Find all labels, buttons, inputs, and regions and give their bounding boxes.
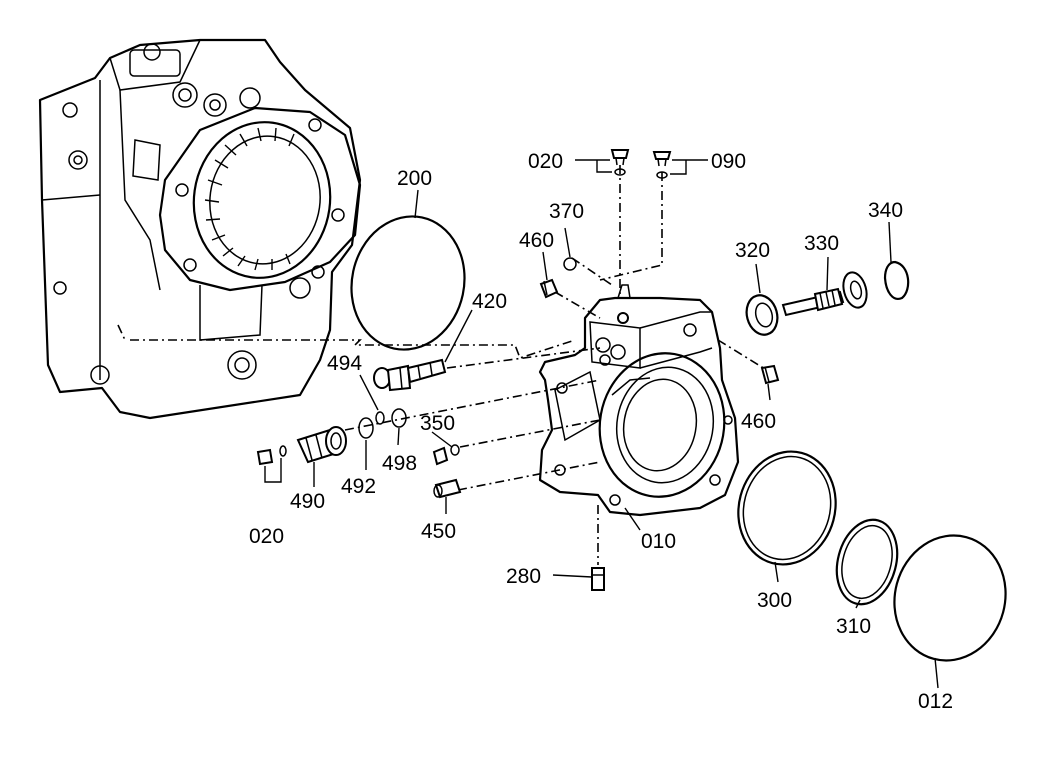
gearbox-housing (38, 38, 362, 420)
callout-370: 370 (549, 200, 584, 223)
seal-ring-300 (737, 450, 837, 566)
callout-450: 450 (421, 520, 456, 543)
snap-ring-340 (883, 260, 910, 300)
o-ring-494 (375, 411, 385, 425)
o-ring-012 (893, 534, 1007, 662)
callout-010: 010 (641, 530, 676, 553)
plug-020-bottom (256, 445, 287, 466)
callout-460-top: 460 (519, 229, 554, 252)
fitting-490 (296, 426, 347, 464)
o-ring-200 (350, 215, 466, 351)
callout-012: 012 (918, 690, 953, 713)
callout-320: 320 (735, 239, 770, 262)
callout-020-top: 020 (528, 150, 563, 173)
screw-350 (432, 444, 460, 466)
screw-090 (652, 151, 672, 179)
callout-020-bottom: 020 (249, 525, 284, 548)
gear-housing-010 (538, 284, 740, 517)
callout-200: 200 (397, 167, 432, 190)
callout-460-right: 460 (741, 410, 776, 433)
plug-460-right (760, 364, 780, 385)
leader-lines (264, 159, 939, 689)
callout-490: 490 (290, 490, 325, 513)
plug-460-top (539, 278, 559, 299)
callout-300: 300 (757, 589, 792, 612)
callout-labels: 020 090 370 460 200 420 494 350 498 492 … (249, 150, 953, 713)
bearing-ring-310 (835, 518, 899, 606)
callout-420: 420 (472, 290, 507, 313)
valve-420 (373, 358, 447, 392)
callout-330: 330 (804, 232, 839, 255)
callout-280: 280 (506, 565, 541, 588)
pin-280 (591, 567, 605, 591)
o-ring-498 (391, 408, 407, 428)
ball-370 (563, 257, 577, 271)
assembly-centerlines (117, 165, 771, 565)
callout-494: 494 (327, 352, 362, 375)
callout-350: 350 (420, 412, 455, 435)
callout-498: 498 (382, 452, 417, 475)
screw-020-top (610, 149, 630, 176)
seal-320 (745, 294, 779, 336)
callout-492: 492 (341, 475, 376, 498)
callout-090: 090 (711, 150, 746, 173)
pin-450 (433, 478, 462, 499)
callout-310: 310 (836, 615, 871, 638)
shaft-330 (781, 271, 868, 317)
callout-340: 340 (868, 199, 903, 222)
o-ring-492 (358, 417, 374, 439)
